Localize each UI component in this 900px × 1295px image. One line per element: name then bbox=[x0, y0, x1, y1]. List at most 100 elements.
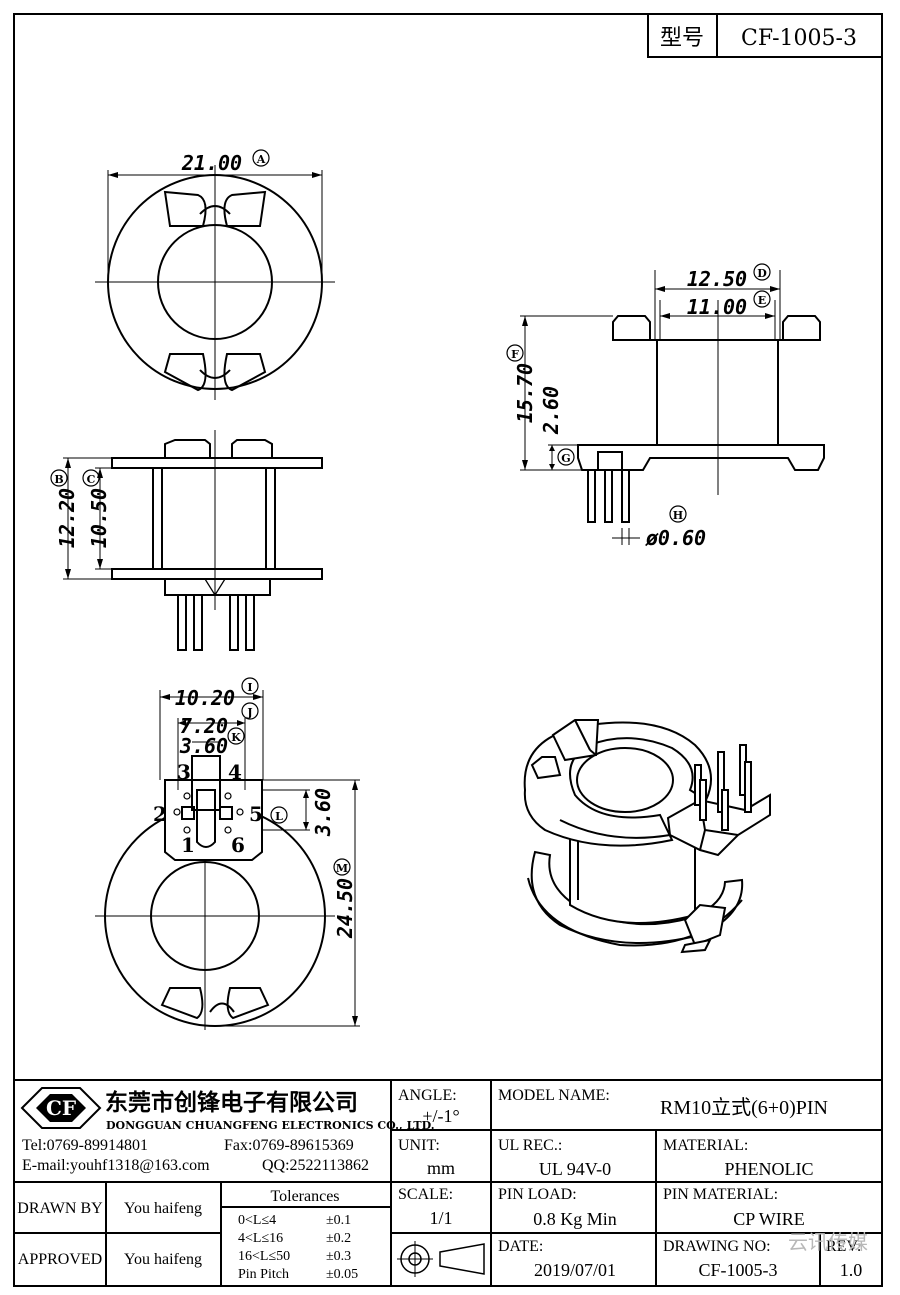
dim-bottom-row-spacing: 3.60 bbox=[311, 788, 335, 837]
angle-value: +/-1° bbox=[422, 1106, 459, 1126]
rev-value: 1.0 bbox=[840, 1260, 863, 1280]
scale-value: 1/1 bbox=[429, 1208, 452, 1228]
svg-text:B: B bbox=[54, 473, 63, 486]
tolerance-value: ±0.05 bbox=[326, 1267, 358, 1282]
side-view bbox=[520, 270, 825, 545]
dim-bottom-pitch-outer: 10.20 bbox=[175, 686, 235, 710]
tolerance-value: ±0.1 bbox=[326, 1213, 351, 1228]
dim-flange-height: 2.60 bbox=[539, 386, 563, 435]
balloon-d: D bbox=[753, 263, 771, 281]
date-value: 2019/07/01 bbox=[534, 1260, 616, 1280]
balloon-l: L bbox=[270, 806, 288, 824]
svg-text:C: C bbox=[87, 473, 96, 486]
svg-text:H: H bbox=[673, 509, 683, 522]
unit-value: mm bbox=[427, 1158, 455, 1178]
pin-material-value: CP WIRE bbox=[733, 1209, 805, 1229]
model-name-value: RM10立式(6+0)PIN bbox=[660, 1096, 828, 1119]
balloon-f: F bbox=[506, 344, 524, 362]
company-qq: QQ:2522113862 bbox=[262, 1157, 369, 1174]
balloon-i: I bbox=[241, 677, 259, 695]
pin-load-label: PIN LOAD: bbox=[498, 1186, 577, 1203]
svg-text:M: M bbox=[336, 862, 348, 875]
ul-label: UL REC.: bbox=[498, 1137, 562, 1154]
top-view bbox=[95, 165, 335, 400]
approved-value: You haifeng bbox=[124, 1251, 202, 1268]
dim-bottom-pitch-mid: 7.20 bbox=[180, 714, 228, 738]
svg-text:G: G bbox=[561, 452, 570, 465]
drawing-no-value: CF-1005-3 bbox=[698, 1260, 777, 1280]
balloon-b: B bbox=[50, 469, 68, 487]
dim-top-width: 21.00 bbox=[181, 151, 242, 175]
svg-text:J: J bbox=[246, 706, 252, 719]
pin-load-value: 0.8 Kg Min bbox=[533, 1209, 617, 1229]
dim-bottom-total-depth: 24.50 bbox=[333, 878, 357, 939]
title-block-lines bbox=[14, 1079, 882, 1286]
pin-number: 2 bbox=[153, 802, 167, 826]
dim-front-outer: 12.20 bbox=[55, 488, 79, 548]
balloon-m: M bbox=[333, 858, 351, 876]
sheet-border bbox=[13, 13, 883, 1287]
balloon-h: H bbox=[669, 505, 687, 523]
projection-symbol bbox=[397, 1241, 485, 1277]
watermark: 云讯传媒 bbox=[788, 1230, 868, 1254]
rev-label: REV: bbox=[826, 1238, 861, 1255]
balloon-k: K bbox=[227, 727, 245, 745]
unit-label: UNIT: bbox=[398, 1137, 440, 1154]
dim-bottom-pitch-inner: 3.60 bbox=[179, 734, 228, 758]
model-name-label: MODEL NAME: bbox=[498, 1087, 610, 1104]
scale-label: SCALE: bbox=[398, 1186, 453, 1203]
pin-number: 6 bbox=[231, 833, 245, 857]
drawing-no-label: DRAWING NO: bbox=[663, 1238, 771, 1255]
header-model-box: 型号 CF-1005-3 bbox=[647, 14, 882, 58]
header-model-code: CF-1005-3 bbox=[741, 26, 857, 51]
logo-text: CF bbox=[46, 1096, 76, 1120]
company-email: E-mail:youhf1318@163.com bbox=[22, 1157, 210, 1174]
dim-pin-diameter: ø0.60 bbox=[645, 526, 706, 550]
dim-side-outer: 12.50 bbox=[687, 267, 747, 291]
company-name-cn: 东莞市创锋电子有限公司 bbox=[105, 1089, 358, 1116]
balloon-j: J bbox=[241, 702, 259, 720]
svg-text:K: K bbox=[231, 731, 241, 744]
svg-text:I: I bbox=[247, 681, 252, 694]
ul-value: UL 94V-0 bbox=[539, 1159, 611, 1179]
dim-side-inner: 11.00 bbox=[687, 295, 747, 319]
tolerance-range: Pin Pitch bbox=[238, 1267, 289, 1282]
pin-number: 5 bbox=[249, 802, 263, 826]
svg-text:D: D bbox=[757, 267, 767, 280]
company-logo: CF bbox=[20, 1087, 102, 1129]
svg-text:A: A bbox=[256, 153, 266, 166]
pin-number: 1 bbox=[181, 833, 195, 857]
isometric-view bbox=[523, 719, 771, 954]
company-name-en: DONGGUAN CHUANGFENG ELECTRONICS CO., LTD… bbox=[106, 1119, 435, 1132]
balloon-c: C bbox=[82, 469, 100, 487]
tolerance-range: 16<L≤50 bbox=[238, 1249, 290, 1264]
pin-numbers: 1 2 3 4 5 6 bbox=[153, 760, 263, 857]
balloon-e: E bbox=[753, 290, 771, 308]
pin-material-label: PIN MATERIAL: bbox=[663, 1186, 778, 1203]
date-label: DATE: bbox=[498, 1238, 543, 1255]
company-tel: Tel:0769-89914801 bbox=[22, 1137, 148, 1154]
tolerances-title: Tolerances bbox=[270, 1188, 339, 1205]
front-view bbox=[63, 430, 323, 651]
material-label: MATERIAL: bbox=[663, 1137, 748, 1154]
drawn-by-value: You haifeng bbox=[124, 1200, 202, 1217]
svg-text:E: E bbox=[758, 294, 766, 307]
svg-text:F: F bbox=[511, 348, 519, 361]
pin-number: 4 bbox=[228, 760, 242, 784]
material-value: PHENOLIC bbox=[725, 1159, 814, 1179]
balloon-a: A bbox=[252, 149, 270, 167]
dim-total-height: 15.70 bbox=[513, 363, 537, 423]
tolerance-range: 4<L≤16 bbox=[238, 1231, 283, 1246]
tolerance-table: 0<L≤4 ±0.1 4<L≤16 ±0.2 16<L≤50 ±0.3 Pin … bbox=[238, 1213, 358, 1282]
drawn-by-label: DRAWN BY bbox=[17, 1200, 103, 1217]
tolerance-value: ±0.3 bbox=[326, 1249, 351, 1264]
svg-text:L: L bbox=[275, 810, 283, 823]
tolerance-value: ±0.2 bbox=[326, 1231, 351, 1246]
bottom-view bbox=[95, 690, 360, 1030]
approved-label: APPROVED bbox=[18, 1251, 102, 1268]
tolerance-range: 0<L≤4 bbox=[238, 1213, 276, 1228]
pin-number: 3 bbox=[177, 760, 191, 784]
company-fax: Fax:0769-89615369 bbox=[224, 1137, 354, 1154]
angle-label: ANGLE: bbox=[398, 1087, 457, 1104]
